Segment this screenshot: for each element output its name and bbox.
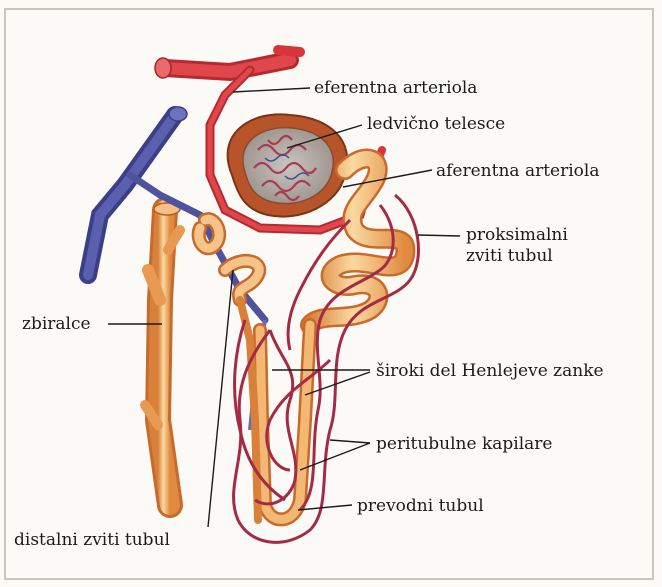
- label-peritubular-capillaries: peritubulne kapilare: [376, 434, 552, 454]
- label-henle-loop: široki del Henlejeve zanke: [376, 361, 604, 381]
- label-afferent-arteriole: aferentna arteriola: [436, 161, 599, 181]
- label-conducting-tubule: prevodni tubul: [357, 496, 484, 516]
- label-proximal-line2: zviti tubul: [466, 246, 553, 266]
- renal-corpuscle: [228, 114, 348, 216]
- label-proximal-line1: proksimalni: [466, 225, 568, 245]
- label-renal-corpuscle: ledvično telesce: [367, 114, 505, 134]
- label-collecting-duct: zbiralce: [22, 314, 91, 334]
- label-efferent-arteriole: eferentna arteriola: [314, 78, 477, 98]
- label-distal-tubule: distalni zviti tubul: [14, 530, 170, 550]
- collecting-duct: [145, 203, 180, 505]
